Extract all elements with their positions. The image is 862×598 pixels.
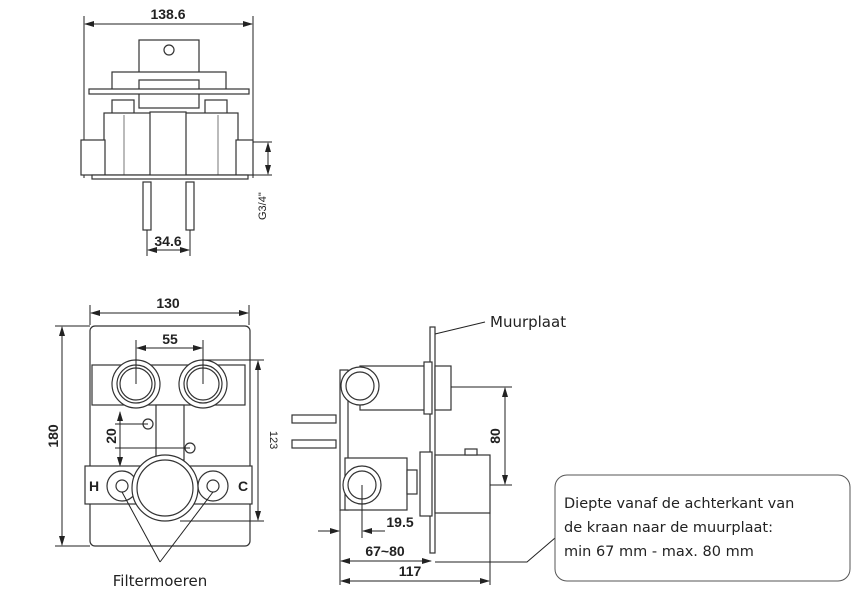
callout-line-1: Diepte vanaf de achterkant van [564, 496, 794, 512]
depth-19-5-label: 19.5 [386, 514, 413, 530]
spacing-80-label: 80 [487, 428, 503, 444]
callout-line-2: de kraan naar de muurplaat: [564, 520, 773, 536]
front-view: 130 180 55 20 H C 123 F [45, 295, 279, 590]
callout-leader [435, 537, 556, 563]
wall-anchor [142, 181, 195, 231]
total-depth-label: 117 [399, 563, 422, 579]
width-dim-label: 138.6 [150, 6, 185, 22]
thread-label: G3/4" [257, 192, 269, 220]
filter-nut-hot [115, 479, 129, 493]
filter-nuts-label: Filtermoeren [113, 572, 207, 590]
callout-line-3: min 67 mm - max. 80 mm [564, 544, 754, 560]
wall-plate-side [429, 326, 436, 554]
top-view: 138.6 34.6 G3/4" [80, 6, 272, 256]
anchor-spacing-label: 34.6 [154, 233, 181, 249]
hot-label: H [89, 478, 99, 494]
wall-anchor-side [291, 414, 337, 449]
side-view: Muurplaat 80 19.5 67~80 117 [291, 313, 566, 585]
valve-body [136, 459, 194, 517]
spacing-123-label: 123 [267, 431, 279, 449]
depth-callout: Diepte vanaf de achterkant van de kraan … [554, 474, 851, 582]
filter-nut-cold [206, 479, 220, 493]
depth-range-label: 67~80 [365, 543, 405, 559]
spacing-55-label: 55 [162, 331, 178, 347]
leader-line [159, 491, 214, 563]
cold-label: C [238, 478, 248, 494]
offset-20-label: 20 [103, 428, 119, 444]
leader-line [121, 491, 161, 563]
handle-hole-icon [163, 44, 175, 56]
wallplate-label: Muurplaat [490, 313, 566, 331]
width-130-label: 130 [156, 295, 180, 311]
height-180-label: 180 [45, 424, 61, 448]
wall-plate [88, 88, 250, 95]
